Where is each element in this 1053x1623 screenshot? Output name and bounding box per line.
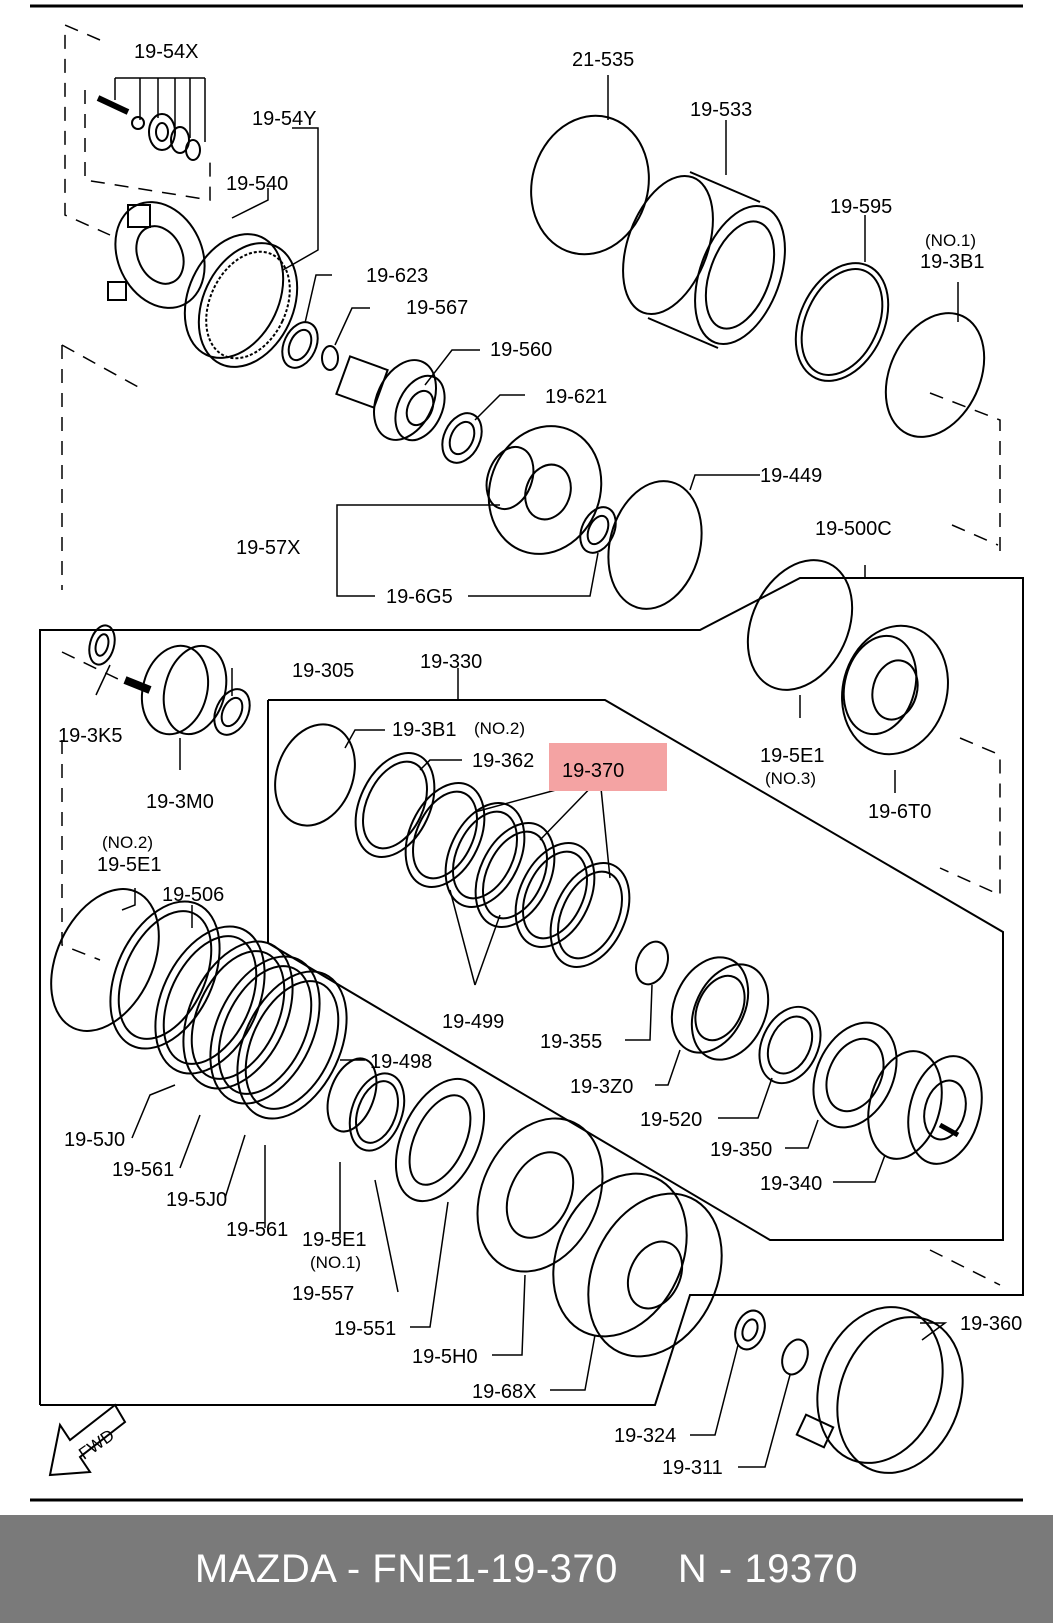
ring-19-557 bbox=[348, 1072, 406, 1152]
snap-ring-19-5e1-no3 bbox=[746, 559, 854, 691]
label-19-350: 19-350 bbox=[710, 1139, 772, 1161]
caption-bar: MAZDA - FNE1-19-370 N - 19370 bbox=[0, 1515, 1053, 1623]
label-19-551: 19-551 bbox=[334, 1318, 396, 1340]
label-19-330: 19-330 bbox=[420, 651, 482, 673]
ring-19-3k5 bbox=[88, 624, 116, 666]
band-19-360 bbox=[795, 1306, 964, 1474]
label-19-57x: 19-57X bbox=[236, 537, 301, 559]
catalog-code-text: N - 19370 bbox=[677, 1546, 859, 1591]
clutch-plates bbox=[404, 782, 631, 968]
plate-19-506 bbox=[109, 900, 221, 1050]
label-19-5e1-b: 19-5E1 bbox=[97, 854, 162, 876]
washer-19-6g5 bbox=[579, 506, 617, 554]
label-no3: (NO.3) bbox=[765, 769, 816, 788]
label-19-3b1-b: 19-3B1 bbox=[392, 719, 457, 741]
label-19-6g5: 19-6G5 bbox=[386, 586, 453, 608]
snap-ring-19-355 bbox=[635, 940, 669, 986]
pinion-set bbox=[96, 95, 201, 161]
part-number-text: MAZDA - FNE1-19-370 bbox=[194, 1546, 618, 1591]
label-19-54y: 19-54Y bbox=[252, 108, 317, 130]
label-19-449: 19-449 bbox=[760, 465, 822, 487]
bearing-19-305 bbox=[213, 688, 251, 736]
snap-ring-19-449 bbox=[607, 480, 703, 610]
label-19-362: 19-362 bbox=[472, 750, 534, 772]
snap-ring-19-5e1-no2 bbox=[50, 888, 160, 1032]
snap-ring-21-535 bbox=[530, 114, 650, 256]
gear-19-3m0 bbox=[123, 644, 228, 736]
label-19-595: 19-595 bbox=[830, 196, 892, 218]
label-19-5j0-a: 19-5J0 bbox=[64, 1129, 125, 1151]
label-19-3m0: 19-3M0 bbox=[146, 791, 214, 813]
piston-19-5h0 bbox=[476, 1117, 604, 1273]
retaining-plate-19-362 bbox=[354, 752, 436, 858]
label-19-560: 19-560 bbox=[490, 339, 552, 361]
label-no2-a: (NO.2) bbox=[474, 719, 525, 738]
washer-19-324 bbox=[734, 1309, 766, 1351]
label-19-623: 19-623 bbox=[366, 265, 428, 287]
fwd-arrow-icon bbox=[48, 1403, 127, 1477]
label-19-520: 19-520 bbox=[640, 1109, 702, 1131]
label-19-561-b: 19-561 bbox=[226, 1219, 288, 1241]
outer-frame bbox=[39, 577, 1024, 1406]
label-19-561-a: 19-561 bbox=[112, 1159, 174, 1181]
snap-ring-19-567 bbox=[321, 345, 339, 371]
label-21-535: 21-535 bbox=[572, 49, 634, 71]
ring-gear-19-54y bbox=[183, 233, 299, 368]
sun-gear-shaft bbox=[335, 355, 446, 442]
label-no1-a: (NO.1) bbox=[925, 231, 976, 250]
bearing-19-621 bbox=[441, 412, 483, 464]
spring-19-3z0 bbox=[670, 956, 770, 1061]
clutch-plates-19-561-19-5j0 bbox=[154, 925, 348, 1120]
exploded-parts-diagram: 19-54X 19-54Y 19-540 21-535 19-533 19-59… bbox=[30, 4, 1024, 1502]
label-19-305: 19-305 bbox=[292, 660, 354, 682]
label-19-68x: 19-68X bbox=[472, 1381, 537, 1403]
label-19-311: 19-311 bbox=[662, 1457, 723, 1479]
piston-19-350 bbox=[812, 1021, 898, 1129]
label-19-355: 19-355 bbox=[540, 1031, 602, 1053]
highlight-box bbox=[549, 743, 667, 791]
drum-19-68x bbox=[552, 1172, 723, 1358]
spring-19-551 bbox=[394, 1077, 486, 1203]
drum-19-340 bbox=[867, 1050, 983, 1165]
ring-19-595 bbox=[794, 262, 890, 382]
label-19-499: 19-499 bbox=[442, 1011, 504, 1033]
hub-19-6t0 bbox=[841, 624, 949, 756]
label-19-370: 19-370 bbox=[562, 760, 624, 782]
planet-carrier-19-57x bbox=[485, 425, 603, 555]
label-19-5e1-a: 19-5E1 bbox=[760, 745, 825, 767]
label-19-3z0: 19-3Z0 bbox=[570, 1076, 633, 1098]
label-19-567: 19-567 bbox=[406, 297, 468, 319]
label-19-500c: 19-500C bbox=[815, 518, 892, 540]
label-19-5j0-b: 19-5J0 bbox=[166, 1189, 227, 1211]
label-19-5h0: 19-5H0 bbox=[412, 1346, 478, 1368]
label-19-621: 19-621 bbox=[545, 386, 607, 408]
label-no2-b: (NO.2) bbox=[102, 833, 153, 852]
leader-lines bbox=[95, 75, 959, 1468]
label-19-3k5: 19-3K5 bbox=[58, 725, 123, 747]
label-19-533: 19-533 bbox=[690, 99, 752, 121]
snap-ring-19-3b1-no2 bbox=[274, 723, 356, 827]
seal-19-520 bbox=[758, 1005, 822, 1085]
label-19-5e1-c: 19-5E1 bbox=[302, 1229, 367, 1251]
label-19-506: 19-506 bbox=[162, 884, 224, 906]
label-19-360: 19-360 bbox=[960, 1313, 1022, 1335]
label-no1-b: (NO.1) bbox=[310, 1253, 361, 1272]
label-19-6t0: 19-6T0 bbox=[868, 801, 931, 823]
label-19-340: 19-340 bbox=[760, 1173, 822, 1195]
drum-19-533 bbox=[622, 171, 786, 349]
label-19-557: 19-557 bbox=[292, 1283, 354, 1305]
washer-19-623 bbox=[281, 321, 319, 369]
snap-ring-19-311 bbox=[781, 1338, 809, 1376]
label-19-3b1-a: 19-3B1 bbox=[920, 251, 985, 273]
carrier-plate bbox=[107, 201, 206, 309]
label-19-540: 19-540 bbox=[226, 173, 288, 195]
snap-ring-19-3b1-no1 bbox=[884, 312, 986, 438]
label-19-498: 19-498 bbox=[370, 1051, 432, 1073]
label-19-324: 19-324 bbox=[614, 1425, 676, 1447]
part-labels: 19-54X 19-54Y 19-540 21-535 19-533 19-59… bbox=[58, 41, 1022, 1479]
phantom-lines bbox=[61, 23, 1001, 1286]
label-19-54x: 19-54X bbox=[134, 41, 199, 63]
